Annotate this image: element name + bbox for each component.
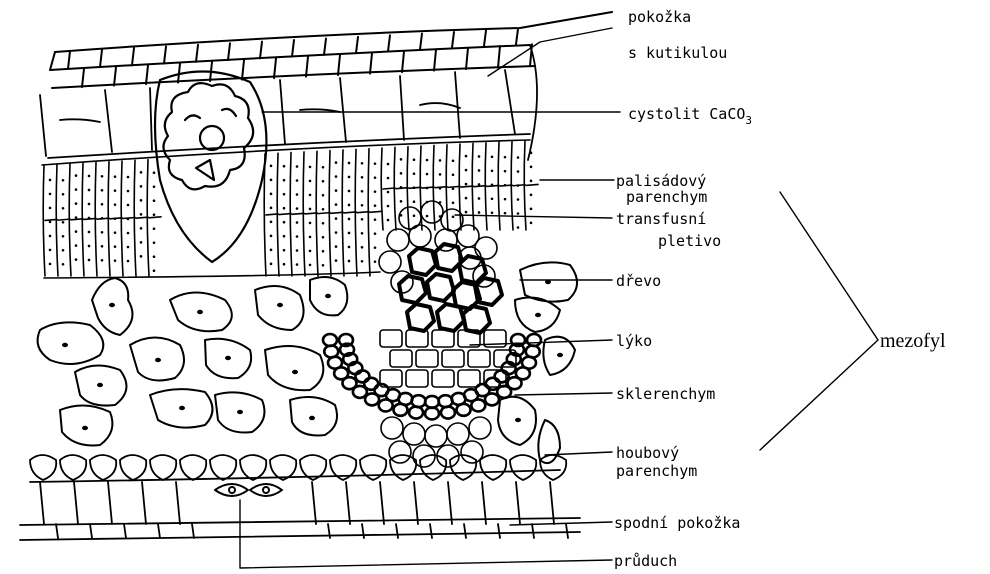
label-sclerenchyma: sklerenchym <box>616 385 715 403</box>
label-spongy-line1: houbový <box>616 444 679 462</box>
labels: pokožka s kutikulou cystolit CaCO3 palis… <box>614 8 946 570</box>
label-phloem: lýko <box>616 332 652 350</box>
label-spongy-line2: parenchym <box>616 462 697 480</box>
leader-lines <box>240 12 878 568</box>
lower-epidermis <box>20 455 580 540</box>
label-stoma: průduch <box>614 552 677 570</box>
stoma <box>215 484 282 496</box>
label-palisade-line2: parenchym <box>626 188 707 206</box>
spongy-parenchyma <box>38 262 577 463</box>
label-epidermis-line1: pokožka <box>628 8 691 26</box>
label-mesophyll: mezofyl <box>880 330 946 352</box>
label-cystolith: cystolit CaCO3 <box>628 105 752 127</box>
label-lower-epidermis: spodní pokožka <box>614 514 740 532</box>
label-transfusion-line1: transfusní <box>616 210 706 228</box>
label-xylem: dřevo <box>616 272 661 290</box>
label-epidermis-line2: s kutikulou <box>628 44 727 62</box>
label-transfusion-line2: pletivo <box>658 232 721 250</box>
cystolith <box>155 71 266 262</box>
